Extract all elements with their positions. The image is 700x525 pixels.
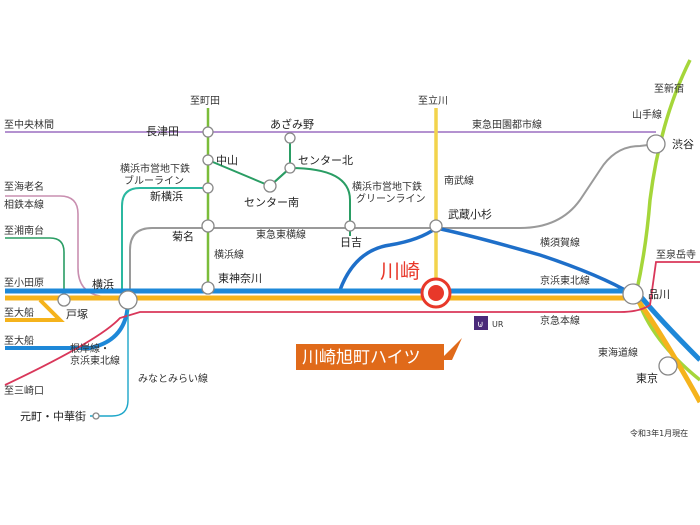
station-shinagawa [622, 283, 644, 305]
blue-line-subway [121, 187, 208, 300]
ofuna-line [5, 298, 65, 322]
dest-shinjuku: 至新宿 [654, 82, 684, 95]
line-label-blue-line-1: 横浜市営地下鉄 [120, 162, 190, 175]
yokosuka-line [338, 226, 633, 296]
label-yokohama: 横浜 [92, 277, 114, 291]
line-label-yamanote: 山手線 [632, 108, 662, 121]
station-shin-yokohama [202, 182, 214, 194]
station-motomachi [92, 412, 100, 420]
dest-odawara: 至小田原 [4, 277, 44, 289]
line-label-denentoshi: 東急田園都市線 [472, 118, 542, 131]
callout-pointer [440, 338, 462, 360]
label-kawasaki: 川崎 [380, 259, 420, 283]
line-label-keikyu: 京急本線 [540, 314, 580, 327]
toyoko-line [129, 143, 657, 298]
dest-tachikawa: 至立川 [418, 94, 448, 107]
line-label-yokosuka: 横須賀線 [540, 236, 580, 249]
dest-misakiguchi: 至三崎口 [4, 384, 44, 397]
dest-chuo-rinkan: 至中央林間 [4, 118, 54, 131]
line-label-tokaido: 東海道線 [598, 346, 638, 359]
station-nagatsuta [202, 126, 214, 138]
label-totsuka: 戸塚 [66, 308, 88, 321]
station-center-kita [284, 162, 296, 174]
label-musashi-kosugi: 武蔵小杉 [448, 207, 492, 221]
line-label-toyoko: 東急東横線 [256, 228, 306, 241]
dest-ofuna2: 至大船 [4, 334, 34, 347]
label-kikuna: 菊名 [172, 229, 194, 243]
label-center-minami: センター南 [244, 196, 299, 209]
station-center-minami [263, 179, 277, 193]
label-higashi-kanagawa: 東神奈川 [218, 271, 262, 285]
station-kawasaki-marker-inner [428, 285, 444, 301]
station-shibuya [646, 134, 666, 154]
minatomirai-line [90, 300, 129, 417]
shonandai-line [5, 237, 65, 300]
line-label-negishi: 根岸線・ 京浜東北線 [70, 342, 120, 367]
ur-logo-glyph: ⊍ [477, 320, 484, 330]
station-tokyo [658, 356, 678, 376]
line-label-negishi-1: 根岸線・ [70, 342, 110, 355]
keikyu-line [4, 261, 700, 386]
label-hiyoshi: 日吉 [340, 236, 362, 249]
dest-ofuna1: 至大船 [4, 306, 34, 319]
label-shin-yokohama: 新横浜 [150, 189, 183, 203]
dest-ebina: 至海老名 [4, 180, 44, 193]
station-hiyoshi [344, 220, 356, 232]
station-yokohama [118, 290, 138, 310]
label-shibuya: 渋谷 [672, 138, 694, 151]
line-label-green-line-1: 横浜市営地下鉄 [352, 180, 422, 193]
label-shinagawa: 品川 [648, 288, 670, 301]
label-nagatsuta: 長津田 [146, 125, 179, 138]
line-label-keihin-tohoku: 京浜東北線 [540, 274, 590, 287]
green-line-azamino [269, 140, 291, 187]
station-higashi-kanagawa [201, 281, 215, 295]
dest-shonandai: 至湘南台 [4, 224, 44, 237]
station-azamino [284, 132, 296, 144]
line-label-sotetsu: 相鉄本線 [4, 198, 44, 211]
station-kikuna [201, 219, 215, 233]
line-label-minatomirai: みなとみらい線 [138, 372, 208, 385]
line-label-nambu: 南武線 [444, 174, 474, 187]
label-azamino: あざみ野 [270, 117, 314, 131]
ur-logo-text: UR [492, 320, 504, 329]
line-label-green-line: 横浜市営地下鉄 グリーンライン [352, 180, 426, 205]
station-nakayama [202, 154, 214, 166]
label-nakayama: 中山 [216, 154, 238, 167]
dest-machida: 至町田 [190, 95, 220, 107]
label-motomachi: 元町・中華街 [20, 409, 86, 423]
ur-logo: ⊍ UR [474, 316, 504, 330]
line-label-yokohama-line: 横浜線 [214, 248, 244, 261]
station-totsuka [57, 293, 71, 307]
line-label-negishi-2: 京浜東北線 [70, 354, 120, 367]
station-musashi-kosugi [429, 219, 443, 233]
dest-sengakuji: 至泉岳寺 [656, 248, 696, 261]
yamanote-line [634, 59, 700, 382]
ur-logo-box [474, 316, 488, 330]
callout-label: 川崎旭町ハイツ [302, 348, 421, 368]
callout-box [296, 344, 444, 370]
date-note: 令和3年1月現在 [630, 428, 688, 438]
label-center-kita: センター北 [298, 154, 353, 167]
line-label-green-line-2: グリーンライン [356, 192, 426, 205]
line-label-blue-line-2: ブルーライン [124, 174, 184, 187]
line-label-blue-line: 横浜市営地下鉄 ブルーライン [120, 162, 193, 187]
label-tokyo: 東京 [636, 371, 658, 385]
